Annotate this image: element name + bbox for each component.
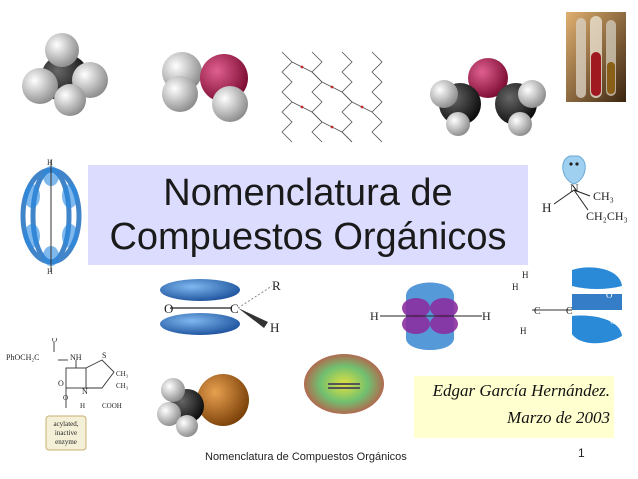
penicillin-structure-icon: O PhOCH₂C NH S CH₃ CH₃ O N H COOH O acyl… xyxy=(6,338,129,451)
penicillin-h-label: H xyxy=(80,402,85,410)
carbonyl-h-label: H xyxy=(270,320,279,335)
amine-h-label: H xyxy=(542,200,551,215)
title-box: Nomenclatura de Compuestos Orgánicos xyxy=(88,165,528,265)
penicillin-ch3b-label: CH₃ xyxy=(116,382,129,390)
test-tubes-photo-icon xyxy=(566,12,626,102)
carbonyl-r-label: R xyxy=(272,278,281,293)
enzyme-line3: enzyme xyxy=(55,438,77,446)
penicillin-phoch2c-label: PhOCH₂C xyxy=(6,353,39,362)
penicillin-o3-label: O xyxy=(63,394,68,402)
acid-o2-label: O xyxy=(610,316,617,326)
polymer-structure-icon xyxy=(281,51,383,143)
carboxylate-orbital-icon: H H H C C O O xyxy=(512,267,622,344)
author-name: Edgar García Hernández. xyxy=(432,381,610,400)
penicillin-o1-label: O xyxy=(52,338,57,344)
acid-h2-label: H xyxy=(522,270,529,280)
enzyme-line2: inactive xyxy=(55,429,77,437)
benzene-orbital-icon: H H xyxy=(20,158,82,276)
carbonyl-o-label: O xyxy=(164,301,173,316)
acid-o1-label: O xyxy=(606,290,613,300)
acid-c2-label: C xyxy=(566,306,573,317)
amine-structure-icon: N H CH₃ CH₂CH₃ xyxy=(542,155,628,223)
thiol-model-icon xyxy=(157,374,249,437)
penicillin-s-label: S xyxy=(102,351,106,360)
page-number: 1 xyxy=(578,446,585,460)
penicillin-nh-label: NH xyxy=(70,353,82,362)
amine-ch2ch3-label: CH₂CH₃ xyxy=(586,209,628,223)
penicillin-cooh-label: COOH xyxy=(102,402,122,410)
methane-model-icon xyxy=(22,33,108,116)
svg-text:H: H xyxy=(47,267,53,276)
carbonyl-orbital-icon: O C R H xyxy=(160,278,281,335)
svg-text:H: H xyxy=(47,158,53,167)
methanol-model-icon xyxy=(162,52,248,122)
acid-h1-label: H xyxy=(512,282,519,292)
acid-c1-label: C xyxy=(534,306,541,317)
ether-model-icon xyxy=(430,58,546,136)
enzyme-line1: acylated, xyxy=(53,420,78,428)
author-box: Edgar García Hernández. Marzo de 2003 xyxy=(414,376,614,438)
presentation-date: Marzo de 2003 xyxy=(507,408,610,427)
title-line-1: Nomenclatura de xyxy=(163,172,453,214)
carbonyl-c-label: C xyxy=(230,301,239,316)
penicillin-o2-label: O xyxy=(58,379,64,388)
pi-h-right-label: H xyxy=(482,309,491,323)
pi-h-left-label: H xyxy=(370,309,379,323)
title-line-2: Compuestos Orgánicos xyxy=(109,216,507,258)
acid-h3-label: H xyxy=(520,326,527,336)
penicillin-n-label: N xyxy=(82,387,88,396)
slide-footer: Nomenclatura de Compuestos Orgánicos xyxy=(205,451,407,463)
penicillin-ch3a-label: CH₃ xyxy=(116,370,129,378)
amine-ch3-label: CH₃ xyxy=(593,189,614,203)
pi-orbital-icon: H H xyxy=(370,282,491,350)
amine-n-label: N xyxy=(570,181,579,195)
potential-map-icon xyxy=(304,354,384,414)
